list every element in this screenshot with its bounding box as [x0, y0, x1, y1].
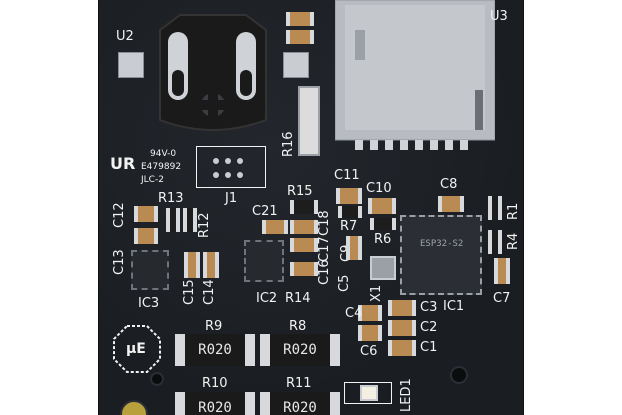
label-ic2: IC2	[256, 291, 278, 306]
maker-mark: JLC-2	[141, 175, 164, 185]
led1-outline	[344, 382, 392, 404]
label-c2: C2	[420, 320, 438, 335]
res-r1	[488, 196, 502, 220]
cap-c7	[494, 258, 510, 284]
cap-c9	[346, 236, 362, 260]
j1-pins	[210, 155, 258, 181]
mounting-hole-icon	[450, 366, 468, 384]
cap-c6	[358, 325, 382, 341]
ul-recognized-mark-icon: UR	[108, 152, 136, 174]
label-j1: J1	[225, 191, 238, 206]
logo-text: µE	[126, 341, 146, 357]
label-r11: R11	[286, 376, 312, 391]
label-c11: C11	[334, 168, 360, 183]
cap-c13	[134, 228, 158, 244]
shunt-r8: R020	[260, 334, 340, 366]
cap-c15	[184, 252, 200, 278]
ic1-esp32: ESP32-S2	[400, 215, 482, 295]
ic3	[131, 250, 169, 290]
esp-label: ESP32-S2	[420, 239, 464, 249]
cap-c2	[388, 320, 416, 336]
label-c6: C6	[360, 344, 378, 359]
mounting-hole-icon	[150, 372, 164, 386]
label-r10: R10	[202, 376, 228, 391]
svg-text:UR: UR	[110, 154, 135, 173]
cap-c8	[438, 196, 464, 212]
res-r7	[338, 206, 362, 218]
label-c16: C16	[317, 259, 332, 285]
cap-c16	[290, 262, 318, 276]
shunt-r11: R020	[260, 392, 340, 415]
led1	[360, 385, 378, 401]
cap-c4	[358, 305, 382, 321]
sd-card-slot-icon	[334, 0, 496, 150]
logo-octagon-icon	[112, 324, 162, 374]
crystal-x1	[370, 256, 396, 280]
label-ic3: IC3	[138, 296, 160, 311]
label-c8: C8	[440, 177, 458, 192]
j1-header	[196, 146, 266, 188]
cap-c11	[336, 188, 362, 204]
label-c7: C7	[493, 291, 511, 306]
label-c13: C13	[112, 249, 127, 275]
label-c18: C18	[317, 210, 332, 236]
label-r6: R6	[374, 232, 392, 247]
cap-c12	[134, 206, 158, 222]
label-c3: C3	[420, 300, 438, 315]
mounting-tab-right	[283, 52, 309, 78]
label-led1: LED1	[399, 378, 414, 412]
cap-top-2	[286, 30, 314, 44]
res-r4	[488, 230, 502, 254]
label-r9: R9	[205, 319, 223, 334]
label-r7: R7	[340, 219, 358, 234]
label-c1: C1	[420, 340, 438, 355]
label-c4: C4	[345, 306, 363, 321]
ic2	[244, 240, 284, 282]
label-c14: C14	[202, 279, 217, 305]
label-r12: R12	[197, 212, 212, 238]
label-c21: C21	[252, 204, 278, 219]
cap-c10	[368, 198, 396, 214]
shunt-r9: R020	[175, 334, 255, 366]
crystal-r16	[298, 86, 320, 156]
mounting-tab-left	[118, 52, 144, 78]
cap-c17	[290, 238, 318, 252]
shunt-r10: R020	[175, 392, 255, 415]
label-r8: R8	[289, 319, 307, 334]
label-c5: C5	[337, 274, 352, 292]
label-c12: C12	[112, 202, 127, 228]
coin-cell-holder-icon	[150, 10, 276, 135]
label-u2: U2	[116, 29, 134, 44]
label-c10: C10	[366, 181, 392, 196]
label-c15: C15	[182, 279, 197, 305]
res-r15	[290, 200, 318, 214]
label-r13: R13	[158, 191, 184, 206]
label-r15: R15	[287, 184, 313, 199]
res-r13	[166, 208, 180, 232]
cap-c21	[262, 220, 288, 234]
cap-c1	[388, 340, 416, 356]
label-u3: U3	[490, 9, 508, 24]
label-x1: X1	[369, 284, 384, 302]
label-c17: C17	[317, 236, 332, 262]
res-r6	[370, 218, 396, 230]
ul-rating: 94V-0	[150, 149, 177, 159]
cap-c14	[203, 252, 219, 278]
cap-c3	[388, 300, 416, 316]
cap-c18	[290, 220, 318, 234]
res-r12	[183, 208, 197, 232]
label-r4: R4	[506, 232, 521, 250]
label-ic1: IC1	[443, 299, 465, 314]
label-r16: R16	[281, 131, 296, 157]
ul-file-number: E479892	[141, 162, 182, 172]
cap-top	[286, 12, 314, 26]
label-r1: R1	[506, 202, 521, 220]
label-r14: R14	[285, 291, 311, 306]
